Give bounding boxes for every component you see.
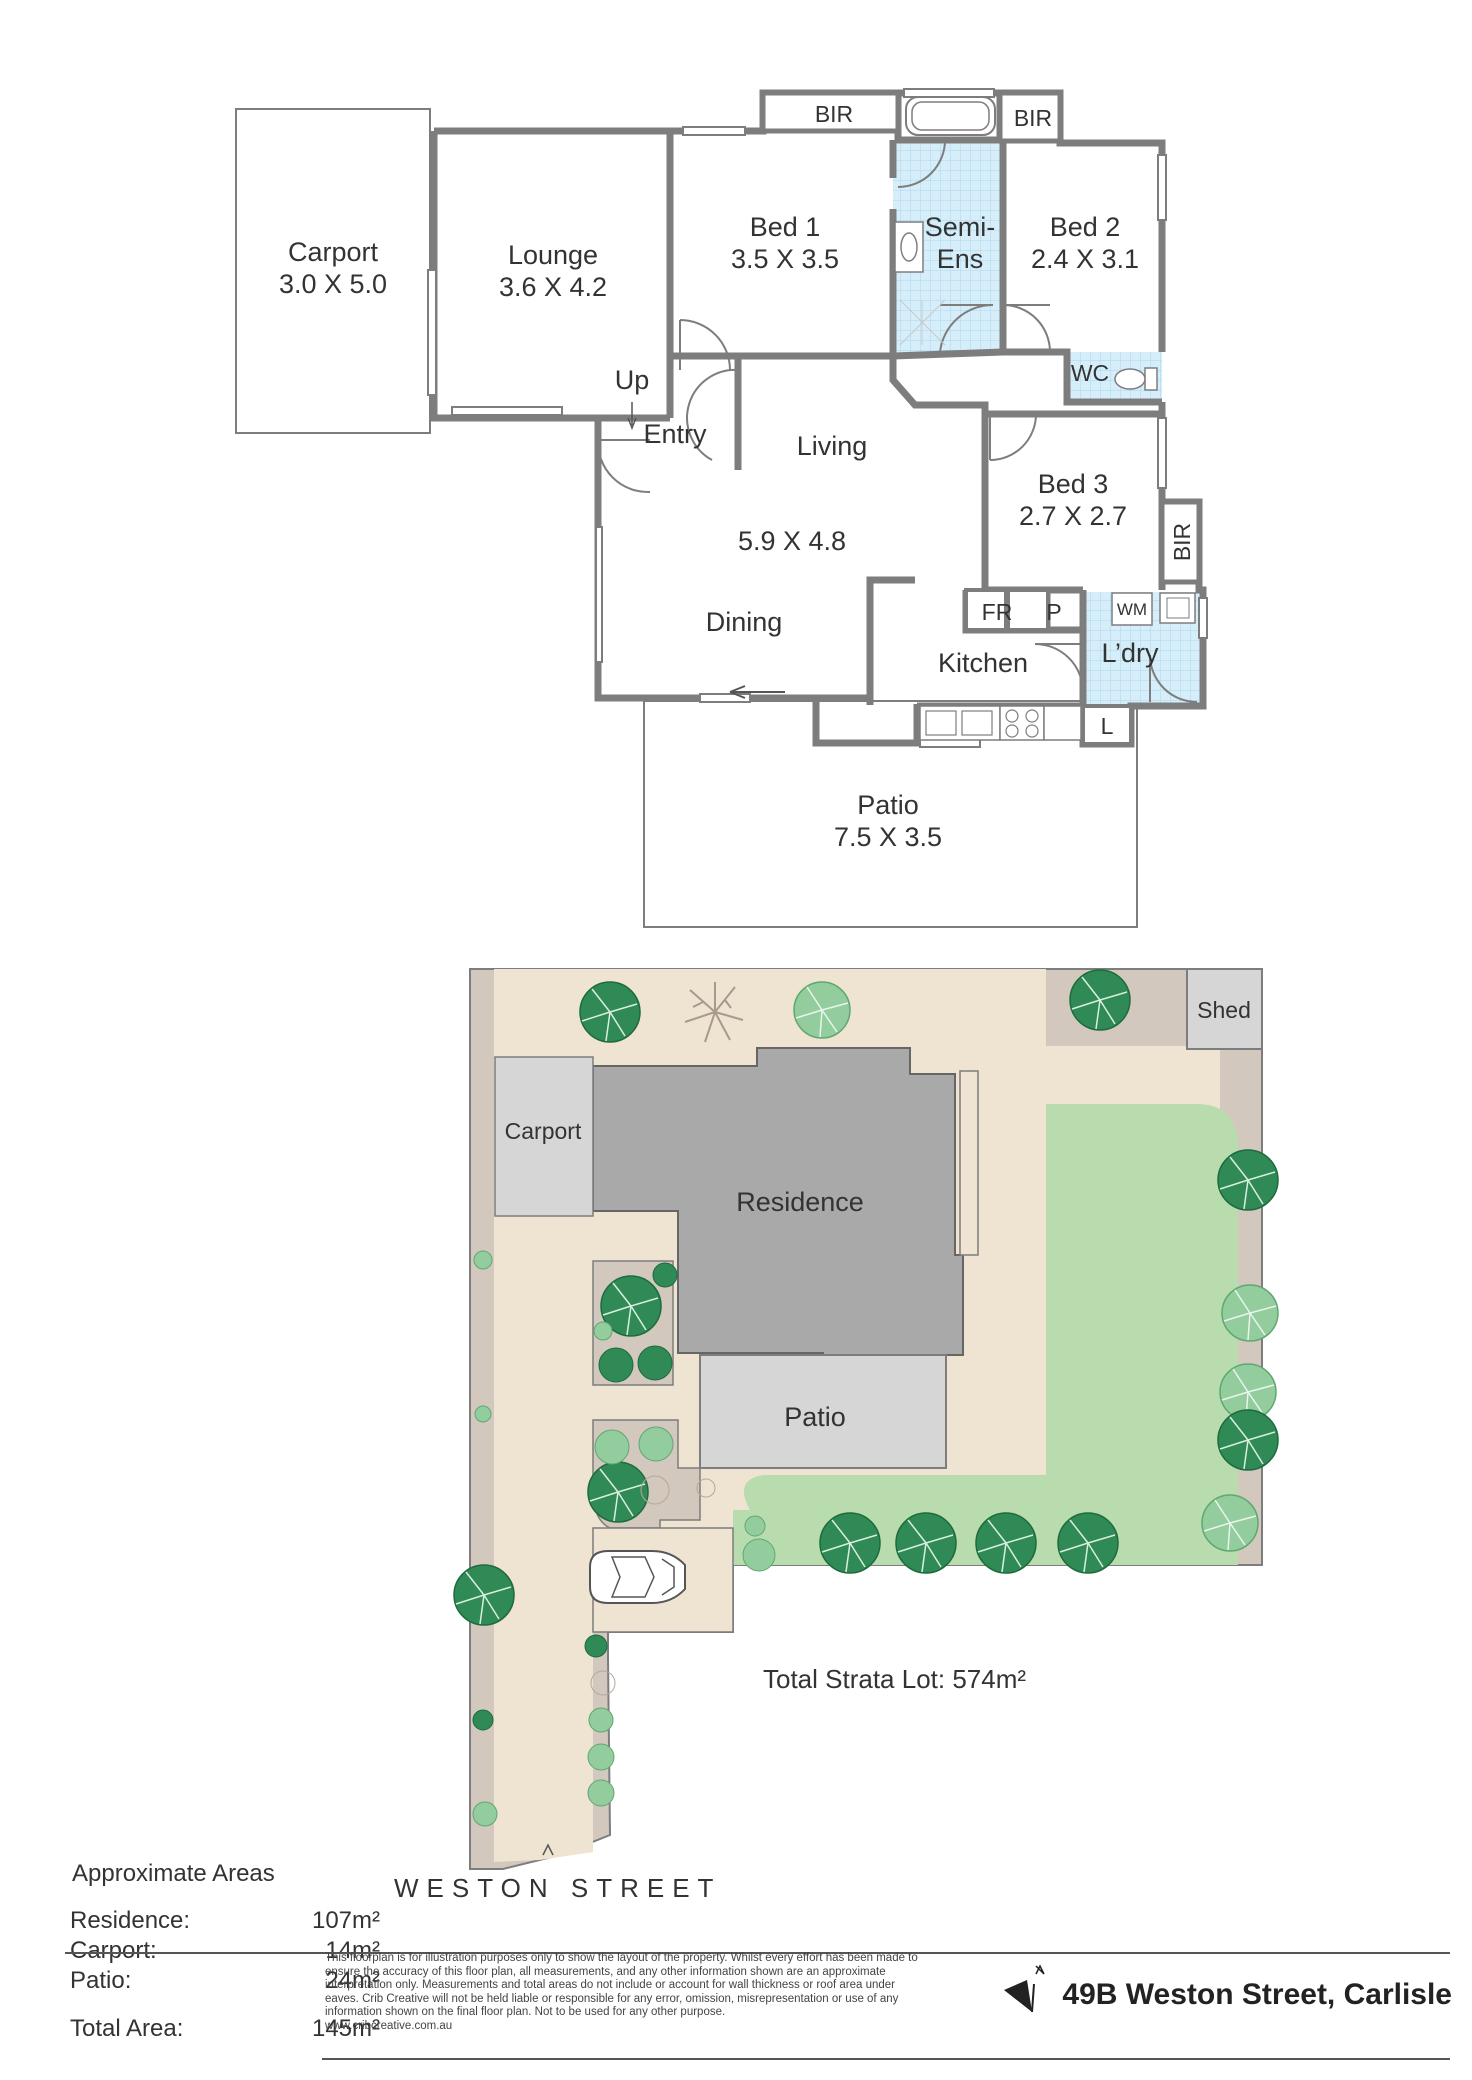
wc-label: WC	[1071, 360, 1109, 386]
trough-icon	[1159, 592, 1196, 624]
patio-label: Patio	[857, 790, 919, 820]
bath-icon	[905, 96, 996, 136]
shower-icon	[899, 299, 946, 346]
disclaimer-text: This floorplan is for illustration purpo…	[325, 1952, 918, 2018]
area-value: 14m²	[325, 1937, 380, 1964]
bir-label-bed2: BIR	[1014, 105, 1052, 131]
site-patio	[699, 1354, 947, 1469]
lawn-area	[733, 1104, 1238, 1565]
semi-ens-label-1: Semi-	[925, 212, 996, 242]
entry-label: Entry	[643, 419, 707, 449]
bed1-label: Bed 1	[750, 212, 821, 242]
floor-plan: Carport 3.0 X 5.0 Lounge 3.6 X 4.2 Bed 1…	[235, 88, 1208, 928]
patio-size: 7.5 X 3.5	[834, 822, 942, 852]
dead-tree-icon	[684, 982, 744, 1043]
footer-rule-top	[65, 1952, 1450, 1954]
stove-icon	[999, 705, 1045, 741]
p-label: P	[1046, 599, 1061, 625]
bed2-label: Bed 2	[1050, 212, 1121, 242]
residence-label: Residence	[736, 1187, 864, 1217]
area-label: Total Area:	[70, 2015, 184, 2042]
carport-area	[235, 108, 431, 434]
living-label: Living	[797, 431, 868, 461]
site-carport-label: Carport	[505, 1118, 582, 1144]
site-shed	[1186, 968, 1263, 1050]
area-value: 24m²	[325, 1967, 380, 1994]
site-patio-label: Patio	[784, 1402, 846, 1432]
shed-label: Shed	[1197, 997, 1251, 1023]
area-value: 107m²	[311, 1907, 380, 1934]
bed3-size: 2.7 X 2.7	[1019, 501, 1127, 531]
lounge-label: Lounge	[508, 240, 598, 270]
bed3-label: Bed 3	[1038, 469, 1109, 499]
area-label: Residence:	[70, 1907, 191, 1934]
living-size: 5.9 X 4.8	[738, 526, 846, 556]
bed2-size: 2.4 X 3.1	[1031, 244, 1139, 274]
car-icon	[589, 1550, 686, 1604]
lounge-size: 3.6 X 4.2	[499, 272, 607, 302]
up-label: Up	[615, 365, 650, 395]
total-strata-lot: Total Strata Lot: 574m²	[763, 1664, 1027, 1694]
area-value: 145m²	[311, 2015, 380, 2042]
website: www.cribcreative.com.au	[325, 2019, 453, 2032]
site-carport	[494, 1056, 594, 1217]
toilet-icon	[1114, 367, 1158, 391]
dining-label: Dining	[706, 607, 783, 637]
bir-label-bed3: BIR	[1169, 523, 1195, 561]
north-arrow-icon	[1004, 1964, 1045, 2013]
bed1-size: 3.5 X 3.5	[731, 244, 839, 274]
disclaimer: This floorplan is for illustration purpo…	[325, 1952, 925, 2033]
semi-ens-label-2: Ens	[937, 244, 984, 274]
area-label: Patio:	[70, 1967, 132, 1994]
sink-icon	[919, 705, 1001, 741]
l-label: L	[1101, 713, 1114, 739]
laundry-label: L’dry	[1101, 638, 1159, 668]
areas-heading: Approximate Areas	[72, 1860, 275, 1887]
basin-icon	[894, 221, 924, 273]
carport-label: Carport	[288, 237, 379, 267]
footer-rule-bottom	[322, 2058, 1450, 2060]
residence-footprint	[592, 1047, 964, 1379]
property-address: 49B Weston Street, Carlisle	[1062, 1978, 1452, 2011]
carport-size: 3.0 X 5.0	[279, 269, 387, 299]
shrub-icons	[472, 1250, 776, 1827]
bir-label-bed1: BIR	[815, 101, 853, 127]
area-label: Carport:	[70, 1937, 157, 1964]
street-name: WESTON STREET	[394, 1873, 722, 1903]
kitchen-label: Kitchen	[938, 648, 1028, 678]
site-plan: Shed Carport Residence Patio	[453, 968, 1279, 1870]
wm-label: WM	[1117, 600, 1147, 619]
fr-label: FR	[982, 599, 1013, 625]
